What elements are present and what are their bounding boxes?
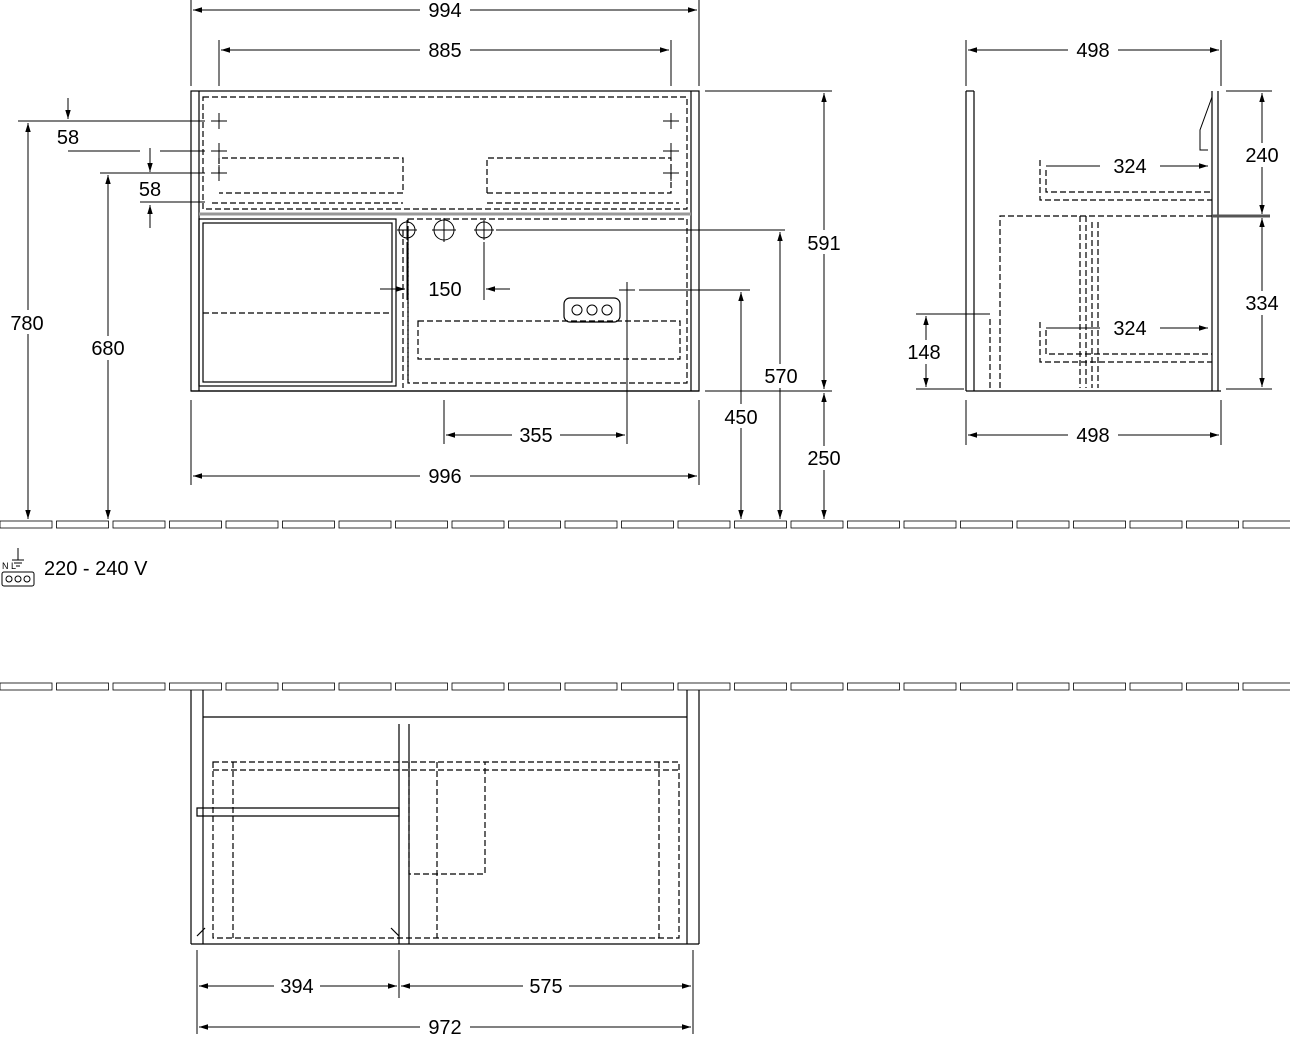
dim-height-mount: 680	[91, 338, 124, 360]
dim-side-depth-bottom: 498	[1076, 425, 1109, 447]
hatch-segment	[734, 682, 787, 691]
dim-offset-top: 58	[57, 127, 79, 149]
hatch-segment	[960, 520, 1013, 529]
hatch-segment	[1073, 682, 1126, 691]
hatch-segment	[1186, 682, 1239, 691]
dim-height-outlet: 570	[764, 366, 797, 388]
hatch-segment	[1016, 682, 1070, 691]
voltage-label: 220 - 240 V	[44, 558, 148, 580]
dim-side-drawer-top: 324	[1113, 156, 1146, 178]
hatch-segment	[225, 682, 279, 691]
dim-offset-second: 58	[139, 179, 161, 201]
dim-side-height-socket: 148	[907, 342, 940, 364]
dim-drawer-right: 575	[529, 976, 562, 998]
hatch-segment	[0, 520, 53, 529]
hatch-segment	[112, 520, 166, 529]
hatch-segment	[169, 682, 222, 691]
electrical-symbol: N L 220 - 240 V	[1, 548, 148, 587]
dim-side-drawer-bottom: 324	[1113, 318, 1146, 340]
top-view: 394 575 972	[190, 690, 700, 1038]
hatch-segment	[621, 682, 674, 691]
hatch-segment	[960, 682, 1013, 691]
dim-side-height-lower: 334	[1245, 293, 1278, 315]
dim-height-socket: 450	[724, 407, 757, 429]
hatch-segment	[847, 520, 900, 529]
hatch-segment	[1129, 682, 1183, 691]
hatch-segment	[338, 682, 392, 691]
dim-mounting-spacing: 885	[428, 40, 461, 62]
dim-width-bottom: 996	[428, 466, 461, 488]
hatch-segment	[847, 682, 900, 691]
hatch-segment	[564, 520, 618, 529]
hatch-segment	[282, 520, 335, 529]
mounting-point-icon	[211, 113, 679, 181]
dim-outlet-spacing: 150	[428, 279, 461, 301]
dim-socket-offset: 355	[519, 425, 552, 447]
hatch-segment	[451, 520, 505, 529]
hatch-segment	[621, 520, 674, 529]
dim-height-floor-gap: 250	[807, 448, 840, 470]
hatch-segment	[282, 682, 335, 691]
side-view: 498 324 324 240	[903, 39, 1286, 447]
hatch-segment	[1242, 682, 1290, 691]
hatch-segment	[508, 682, 561, 691]
hatch-segment	[169, 520, 222, 529]
hatch-segment	[903, 520, 957, 529]
hatch-segment	[1186, 520, 1239, 529]
dim-width-top: 994	[428, 0, 461, 22]
hatch-segment	[1129, 520, 1183, 529]
wall-line	[0, 682, 1290, 691]
power-socket-icon: N L	[1, 548, 35, 587]
dim-drawer-left: 394	[280, 976, 313, 998]
hatch-segment	[508, 520, 561, 529]
hatch-segment	[790, 682, 844, 691]
hatch-segment	[790, 520, 844, 529]
hatch-segment	[395, 682, 448, 691]
hatch-segment	[0, 682, 53, 691]
hatch-segment	[225, 520, 279, 529]
dim-side-height-upper: 240	[1245, 145, 1278, 167]
dim-inner-width: 972	[428, 1017, 461, 1038]
hatch-segment	[903, 682, 957, 691]
front-view: 994 885 58 58 780 680 591 250	[4, 0, 848, 519]
hatch-segment	[56, 520, 109, 529]
dim-height-cabinet: 591	[807, 233, 840, 255]
hatch-segment	[112, 682, 166, 691]
socket-label: N L	[2, 561, 16, 571]
hatch-segment	[1073, 520, 1126, 529]
floor-line	[0, 520, 1290, 529]
hatch-segment	[338, 520, 392, 529]
hatch-segment	[1016, 520, 1070, 529]
water-connection-icon	[397, 218, 494, 242]
hatch-segment	[734, 520, 787, 529]
dim-height-total: 780	[10, 313, 43, 335]
hatch-segment	[395, 520, 448, 529]
dim-side-depth-top: 498	[1076, 40, 1109, 62]
hatch-segment	[677, 682, 731, 691]
hatch-segment	[677, 520, 731, 529]
hatch-segment	[564, 682, 618, 691]
hatch-segment	[1242, 520, 1290, 529]
socket-icon	[563, 282, 635, 323]
hatch-segment	[451, 682, 505, 691]
hatch-segment	[56, 682, 109, 691]
